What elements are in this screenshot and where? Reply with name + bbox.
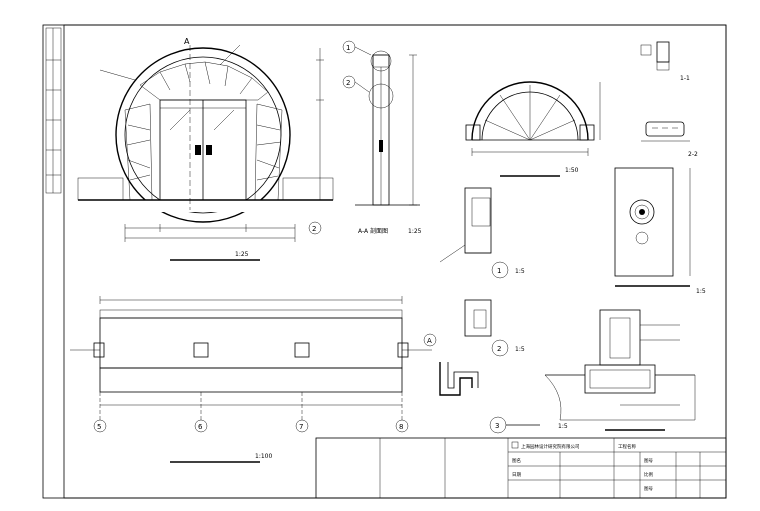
- left-brick-wall: [77, 177, 124, 201]
- svg-text:7: 7: [299, 423, 303, 431]
- svg-text:2: 2: [312, 225, 316, 233]
- elevation-scale: 1:25: [235, 251, 249, 258]
- section-22-profile: [645, 121, 685, 137]
- section-22-label: 2-2: [688, 151, 698, 158]
- post-base: [599, 309, 641, 366]
- detail-1: 1 1:5: [439, 187, 525, 279]
- knocker-detail: 1:5: [614, 167, 706, 295]
- detail-1-marker: [491, 261, 509, 279]
- side-axis-marker: [423, 333, 437, 347]
- detail-1-scale: 1:5: [515, 268, 525, 275]
- inner-border: [63, 24, 727, 499]
- door-handle-left: [195, 145, 201, 155]
- side-binding-strip: [45, 27, 62, 194]
- detail-2: 2 1:5: [464, 299, 525, 357]
- gate-arch-plan: 1:50: [465, 81, 601, 177]
- svg-text:6: 6: [198, 423, 203, 431]
- sheet-label: 图号: [644, 486, 653, 492]
- detail-3: 3 1:5: [439, 362, 568, 434]
- sheet-frame: [42, 24, 727, 499]
- stone-mosaic: [124, 61, 283, 201]
- drawing-label: 图名: [512, 457, 521, 464]
- scale-label: 比例: [644, 471, 653, 478]
- institute-logo-icon: [511, 441, 519, 449]
- small-sections: 1-1 2-2: [640, 41, 698, 158]
- knocker-ring: [629, 199, 655, 225]
- svg-text:8: 8: [399, 423, 403, 431]
- axis-8: [395, 419, 409, 433]
- right-brick-wall: [282, 177, 334, 201]
- lattice-panel: [99, 317, 403, 369]
- foundation-detail: [544, 309, 696, 431]
- wood-panel: [614, 167, 674, 277]
- svg-text:2: 2: [346, 79, 350, 87]
- project-label: 工程名称: [618, 443, 636, 450]
- svg-text:1: 1: [346, 44, 350, 52]
- wall-elevation-scale: 1:100: [255, 453, 272, 460]
- drawing-number-label: 图号: [644, 458, 653, 464]
- axis-7: [295, 419, 309, 433]
- svg-text:2: 2: [497, 345, 501, 353]
- gravel-base: [99, 367, 403, 393]
- door-handle-right: [206, 145, 212, 155]
- moon-gate-elevation: A 2 1:25: [77, 37, 334, 261]
- pillar-7: [294, 342, 310, 358]
- detail-2-marker: [491, 339, 509, 357]
- svg-text:1: 1: [497, 267, 501, 275]
- axis-6: [194, 419, 208, 433]
- detail-2-scale: 1:5: [515, 346, 525, 353]
- svg-text:5: 5: [97, 423, 101, 431]
- section-cut-label: A: [184, 37, 190, 46]
- aa-section-title: A-A 剖面图: [358, 227, 388, 235]
- svg-text:A: A: [427, 337, 432, 345]
- detail-callout-2: [308, 221, 322, 235]
- section-11-label: 1-1: [680, 75, 690, 82]
- title-block[interactable]: 上海园林设计研究院有限公司 工程名称 图名 图号 日期 比例 图号: [315, 437, 727, 499]
- svg-text:3: 3: [495, 422, 499, 430]
- gate-plan-scale: 1:50: [565, 167, 579, 174]
- axis-5: [93, 419, 107, 433]
- detail-3-scale: 1:5: [558, 423, 568, 430]
- date-label: 日期: [512, 472, 521, 478]
- pillar-6: [193, 342, 209, 358]
- outer-border: [42, 24, 727, 499]
- knocker-scale: 1:5: [696, 288, 706, 295]
- aa-section-scale: 1:25: [408, 228, 422, 235]
- moon-arch-outer: [115, 47, 291, 223]
- aa-section: 1 2 A-A 剖面图 1:25: [342, 40, 422, 235]
- wall-elevation: 5 6 7 8 A 1:100: [70, 296, 437, 463]
- design-institute: 上海园林设计研究院有限公司: [521, 443, 580, 450]
